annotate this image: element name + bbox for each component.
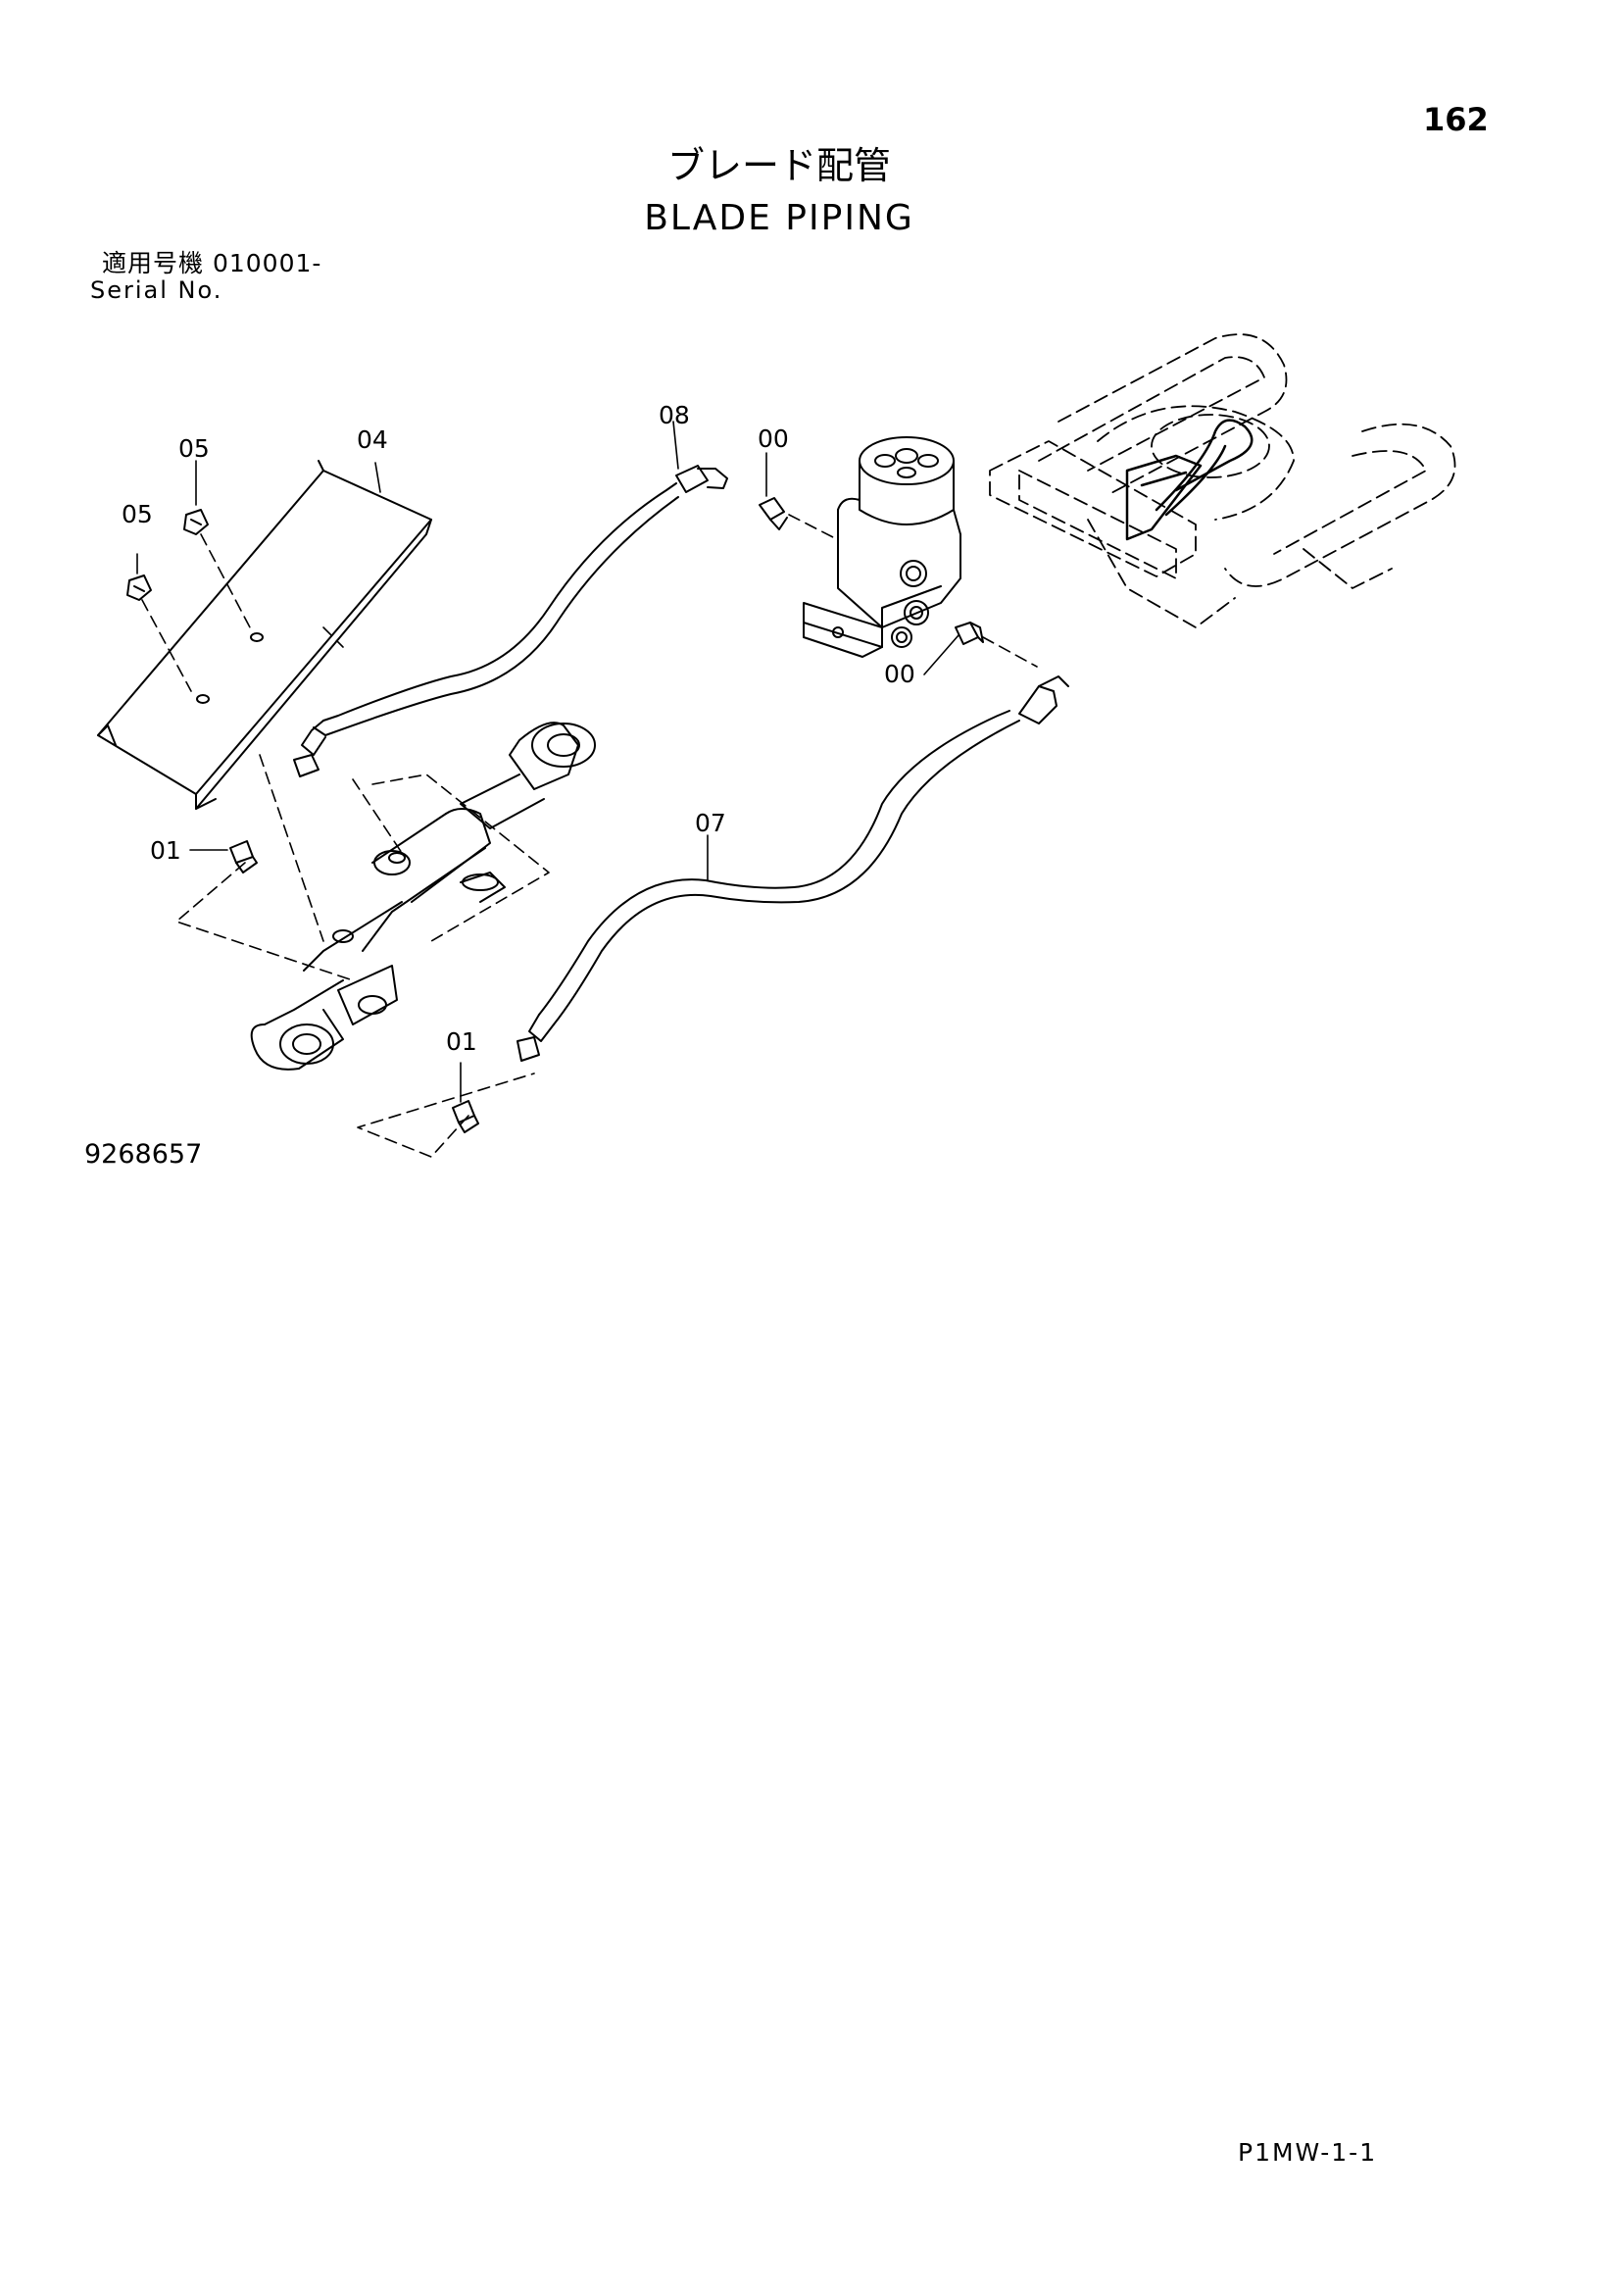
page-reference: P1MW-1-1 [1238, 2138, 1378, 2167]
title-japanese: ブレード配管 [666, 144, 891, 187]
hose-07 [516, 675, 1069, 1062]
serial-label-english: Serial No. [90, 276, 223, 304]
bolt-05-upper [183, 509, 209, 535]
callout-00-upper: 00 [758, 424, 789, 453]
callout-05-lower: 05 [122, 500, 153, 528]
machine-undercarriage-ghost [989, 333, 1456, 628]
assembly-dashed-lines [141, 514, 1038, 1158]
swivel-joint [803, 436, 961, 658]
callout-00-lower: 00 [884, 660, 915, 688]
callout-01-upper: 01 [150, 836, 181, 865]
adapter-00-upper [759, 497, 788, 530]
bolt-05-lower [126, 574, 152, 601]
serial-range-japanese: 適用号機 010001- [102, 249, 322, 277]
adapter-00-lower [955, 622, 984, 645]
callout-04: 04 [357, 425, 388, 454]
callout-01-lower: 01 [446, 1027, 477, 1056]
title-english: BLADE PIPING [644, 198, 914, 238]
cover-plate [97, 460, 432, 810]
callout-08: 08 [659, 401, 690, 429]
fitting-01-lower [452, 1100, 479, 1133]
machine-highlight-pipes [1125, 419, 1254, 541]
fitting-01-upper [229, 840, 258, 873]
hose-08 [293, 465, 728, 777]
leader-lines [136, 421, 959, 1103]
page-number: 162 [1423, 101, 1489, 138]
callout-05-upper: 05 [178, 434, 210, 463]
callout-07: 07 [695, 809, 726, 837]
illustration-number: 9268657 [84, 1139, 203, 1170]
blade-cylinder [250, 722, 596, 1071]
